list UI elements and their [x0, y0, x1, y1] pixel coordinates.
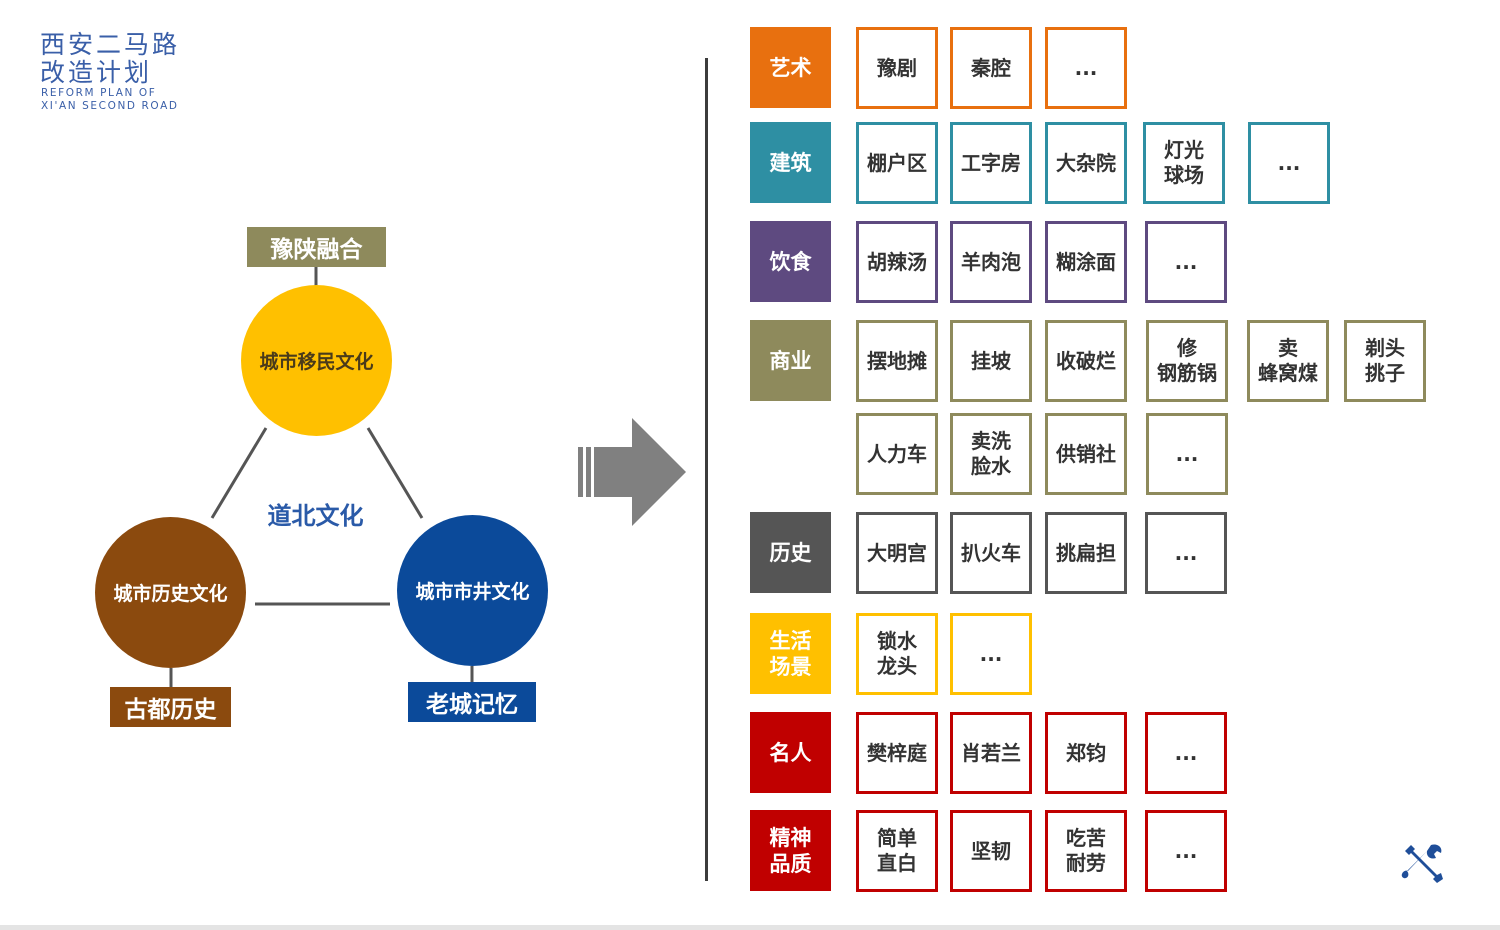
- category-item: 吃苦 耐劳: [1045, 810, 1127, 892]
- logo-subtitle-line1: REFORM PLAN OF: [41, 87, 157, 99]
- category-item: 摆地摊: [856, 320, 938, 402]
- category-label: 历史: [750, 512, 831, 593]
- category-item: 羊肉泡: [950, 221, 1032, 303]
- node-marketplace-culture: 城市市井文化: [397, 515, 548, 666]
- category-item: 棚户区: [856, 122, 938, 204]
- bottom-border: [0, 925, 1500, 930]
- tag-left: 古都历史: [110, 687, 231, 727]
- category-item: 挑扁担: [1045, 512, 1127, 594]
- diagram-center-label: 道北文化: [267, 502, 364, 530]
- more-item: ...: [950, 613, 1032, 695]
- logo-title-line2: 改造计划: [40, 58, 153, 87]
- diagram-connectors: [169, 266, 474, 688]
- category-label: 生活 场景: [750, 613, 831, 694]
- category-item: 修 钢筋锅: [1146, 320, 1228, 402]
- more-item: ...: [1045, 27, 1127, 109]
- connector-top-left: [210, 427, 268, 519]
- category-label: 名人: [750, 712, 831, 793]
- category-item: 糊涂面: [1045, 221, 1127, 303]
- node-history-culture: 城市历史文化: [95, 517, 246, 668]
- category-label: 艺术: [750, 27, 831, 108]
- divider-line: [705, 58, 708, 881]
- tag-right: 老城记忆: [408, 682, 536, 722]
- more-item: ...: [1146, 413, 1228, 495]
- arrow-right-icon: [578, 418, 686, 526]
- connector-top-right: [366, 427, 424, 519]
- tools-icon: [1401, 844, 1443, 883]
- category-item: 坚韧: [950, 810, 1032, 892]
- category-item: 肖若兰: [950, 712, 1032, 794]
- category-label: 精神 品质: [750, 810, 831, 891]
- category-item: 郑钧: [1045, 712, 1127, 794]
- more-item: ...: [1248, 122, 1330, 204]
- category-item: 胡辣汤: [856, 221, 938, 303]
- category-item: 简单 直白: [856, 810, 938, 892]
- logo-subtitle-line2: XI'AN SECOND ROAD: [41, 100, 179, 112]
- category-item: 供销社: [1045, 413, 1127, 495]
- category-item: 工字房: [950, 122, 1032, 204]
- more-item: ...: [1145, 810, 1227, 892]
- category-item: 扒火车: [950, 512, 1032, 594]
- logo-title-line1: 西安二马路: [40, 30, 181, 59]
- category-item: 大杂院: [1045, 122, 1127, 204]
- more-item: ...: [1145, 512, 1227, 594]
- more-item: ...: [1145, 221, 1227, 303]
- category-label: 建筑: [750, 122, 831, 203]
- tag-top: 豫陕融合: [247, 227, 386, 267]
- category-item: 秦腔: [950, 27, 1032, 109]
- category-item: 人力车: [856, 413, 938, 495]
- more-item: ...: [1145, 712, 1227, 794]
- category-item: 锁水 龙头: [856, 613, 938, 695]
- category-item: 收破烂: [1045, 320, 1127, 402]
- category-label: 饮食: [750, 221, 831, 302]
- category-item: 豫剧: [856, 27, 938, 109]
- node-migrant-culture: 城市移民文化: [241, 285, 392, 436]
- category-item: 剃头 挑子: [1344, 320, 1426, 402]
- category-item: 樊梓庭: [856, 712, 938, 794]
- category-item: 卖 蜂窝煤: [1247, 320, 1329, 402]
- category-item: 灯光 球场: [1143, 122, 1225, 204]
- category-item: 挂坡: [950, 320, 1032, 402]
- category-item: 卖洗 脸水: [950, 413, 1032, 495]
- category-item: 大明宫: [856, 512, 938, 594]
- category-label: 商业: [750, 320, 831, 401]
